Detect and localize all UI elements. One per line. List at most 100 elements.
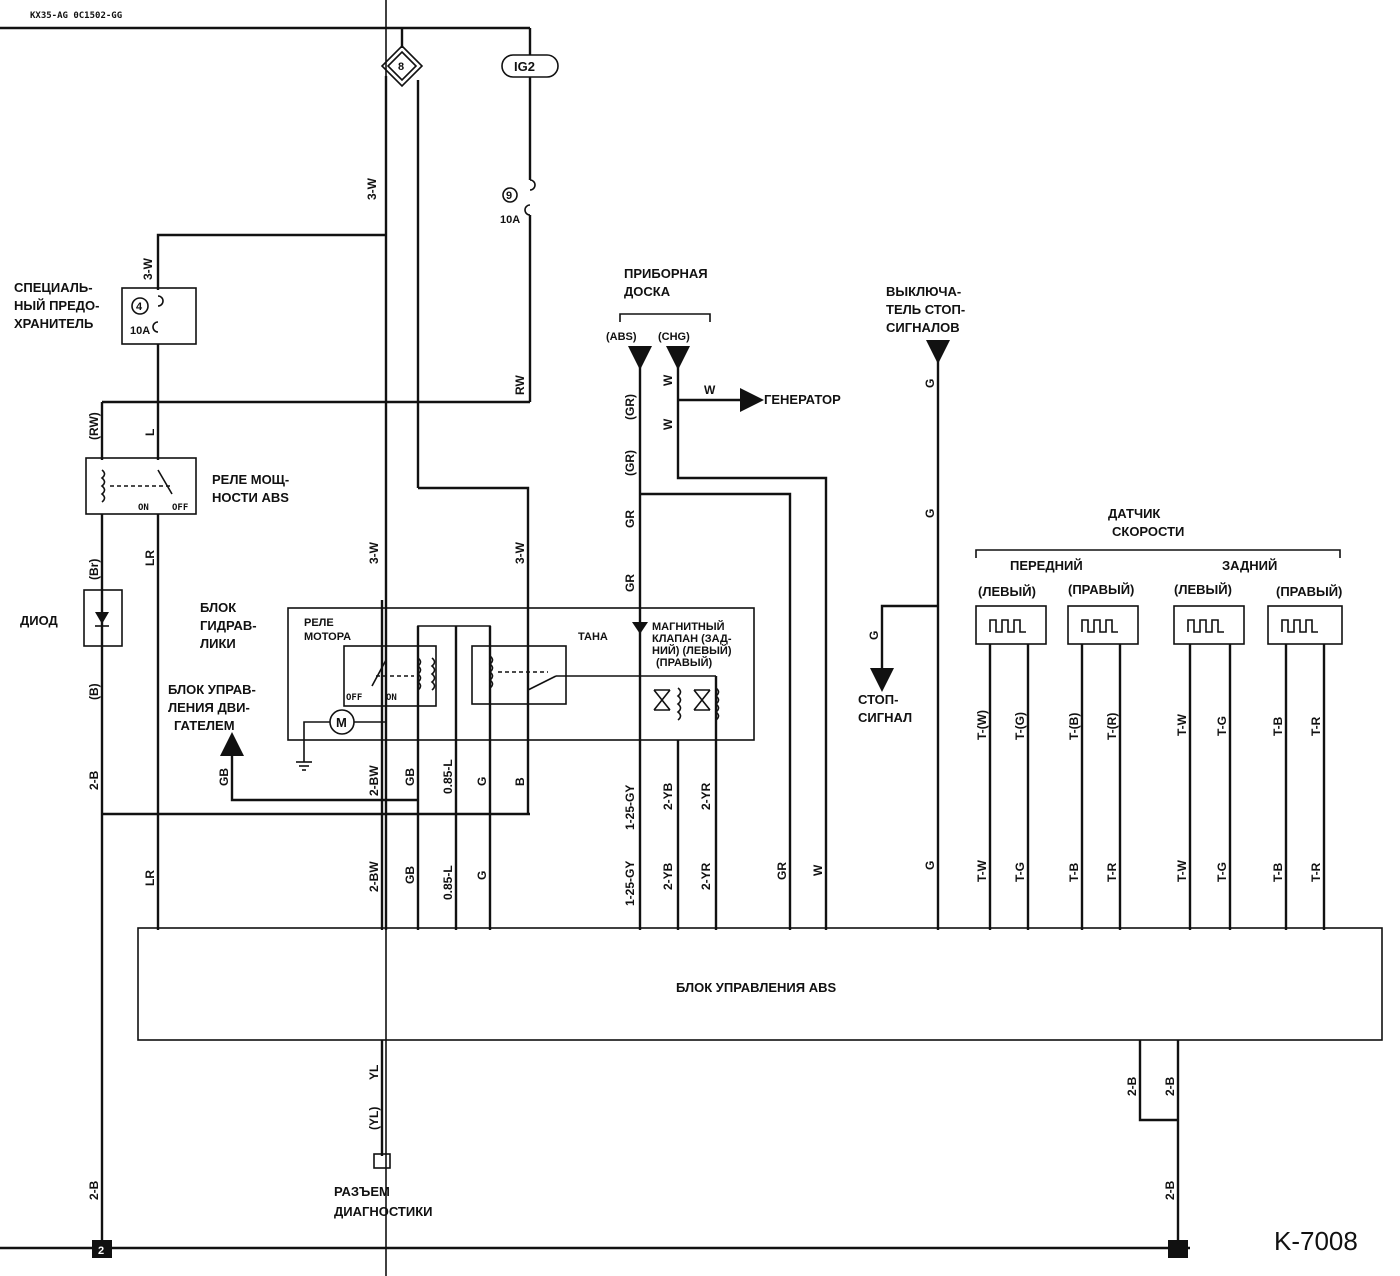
label-s7-top: T-B [1271,716,1285,736]
solenoid-valve-icons [653,687,720,721]
label-g-top: G [475,777,489,786]
rear-right-label: (ПРАВЫЙ) [1276,584,1342,599]
fuse-9-badge [502,187,518,203]
stop-lamp-label-1: СТОП- [858,692,898,707]
fuse-4-rating: 10A [130,325,150,337]
label-g-lamp: G [867,631,881,640]
label-gr-p2: (GR) [623,450,637,476]
label-w1: W [661,374,675,386]
wire-3w-valve-route [418,486,530,610]
label-s3-bot: T-B [1067,862,1081,882]
svg-text:OFF: OFF [346,693,362,703]
ig2-label: IG2 [514,59,535,74]
label-2b-r1: 2-B [1125,1076,1139,1096]
label-085l-top: 0.85-L [441,759,455,794]
front-right-label: (ПРАВЫЙ) [1068,582,1134,597]
hydraulic-unit-label-3: ЛИКИ [200,636,236,651]
solenoid-label-2: КЛАПАН (ЗАД- [652,633,732,645]
diag-label-1: РАЗЪЕМ [334,1184,390,1199]
label-rw-main: RW [513,375,527,395]
svg-text:9: 9 [506,190,512,202]
svg-text:OFF: OFF [172,503,188,513]
motor-relay-label-1: РЕЛЕ [304,617,334,629]
wire-w-ecu [676,460,828,930]
abs-power-relay [85,457,197,515]
label-2b-r2: 2-B [1163,1076,1177,1096]
header-code: KX35-AG 0C1502-GG [30,11,122,21]
diagnostic-connector [373,1153,391,1169]
speed-sensor-wires [988,644,1326,930]
label-s8-top: T-R [1309,716,1323,736]
rear-left-label: (ЛЕВЫЙ) [1174,582,1232,597]
fuse-9 [524,179,536,216]
label-2b-r3: 2-B [1163,1180,1177,1200]
stop-switch-label-1: ВЫКЛЮЧА- [886,284,961,299]
label-s8-bot: T-R [1309,862,1323,882]
speed-sensor-rear-right [1267,605,1343,645]
label-s4-bot: T-R [1105,862,1119,882]
label-b-paren: (B) [87,683,101,700]
pump-motor-label: M [336,715,347,730]
instrument-panel-label-1: ПРИБОРНАЯ [624,266,708,281]
label-s2-bot: T-G [1013,862,1027,882]
rear-label: ЗАДНИЙ [1222,558,1277,573]
engine-ecu-label-1: БЛОК УПРАВ- [168,682,256,697]
hydraulic-unit-label-2: ГИДРАВ- [200,618,257,633]
label-s5-top: T-W [1175,713,1189,736]
label-3w-motor: 3-W [367,541,381,564]
engine-ecu-label-2: ЛЕНИЯ ДВИ- [168,700,250,715]
speed-sensor-rear-left [1173,605,1245,645]
generator-label: ГЕНЕРАТОР [764,392,841,407]
label-gr-p1: (GR) [623,394,637,420]
wire-gb-engine [220,732,418,802]
label-w-ecu: W [811,864,825,876]
label-yr-top: 2-YR [699,782,713,810]
label-l: L [143,429,157,436]
diode-box [83,589,123,647]
valve-relay [471,645,567,705]
valve-relay-label: ТАНА [578,631,608,643]
abs-power-relay-label-2: НОСТИ ABS [212,490,289,505]
diode-label: ДИОД [20,613,59,628]
solenoid-label-1: МАГНИТНЫЙ [652,620,725,633]
stop-lamp-label-2: СИГНАЛ [858,710,912,725]
engine-ecu-label-3: ГАТЕЛЕМ [174,718,235,733]
label-g-bot: G [475,871,489,880]
label-gy-bot: 1-25-GY [623,861,637,906]
front-left-label: (ЛЕВЫЙ) [978,584,1036,599]
label-2bw-top: 2-BW [367,765,381,796]
speed-sensor-label-2: СКОРОСТИ [1112,524,1184,539]
motor-relay-label-2: МОТОРА [304,631,351,643]
solenoid-label-3: НИЙ) (ЛЕВЫЙ) [652,644,732,657]
abs-ecu-box [137,927,1383,1041]
special-fuse-label-2: НЫЙ ПРЕДО- [14,298,99,313]
label-s7-bot: T-B [1271,862,1285,882]
label-gb-bot: GB [403,866,417,884]
label-w-gen: W [704,383,716,397]
label-2b-mid: 2-B [87,770,101,790]
label-gr-ecu: GR [775,862,789,880]
instrument-panel-label-2: ДОСКА [624,284,671,299]
label-s1-top: T-(W) [975,710,989,740]
diode-icon [95,612,109,624]
motor-relay [343,645,437,707]
hydraulic-unit-box [287,607,755,741]
label-gy-top-a: 1-25-GY [623,785,637,830]
label-lr-bottom: LR [143,870,157,886]
label-gb-top: GB [403,768,417,786]
label-b-top: B [513,777,527,786]
label-s5-bot: T-W [1175,859,1189,882]
solenoid-label-4: (ПРАВЫЙ) [656,656,713,669]
speed-sensor-label-1: ДАТЧИК [1108,506,1160,521]
label-g-stop3: G [923,861,937,870]
label-s3-top: T-(B) [1067,713,1081,740]
ground-point-right [1168,1240,1188,1258]
svg-text:ON: ON [138,503,149,513]
front-label: ПЕРЕДНИЙ [1010,558,1083,573]
label-s2-top: T-(G) [1013,712,1027,740]
diagram-id: K-7008 [1274,1226,1358,1256]
speed-sensor-front-right [1067,605,1139,645]
label-yl-paren: (YL) [367,1107,381,1130]
label-3w-valve: 3-W [513,541,527,564]
